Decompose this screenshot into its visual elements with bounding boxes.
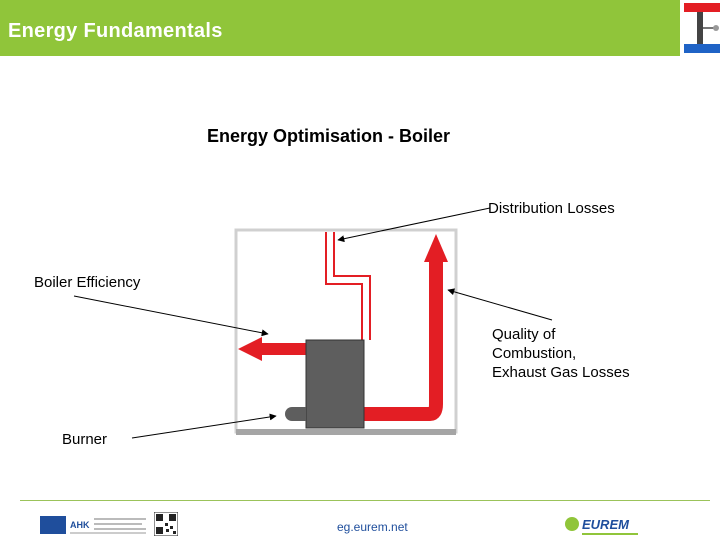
floor (236, 429, 456, 435)
exhaust-flow-arrow (364, 234, 448, 421)
ahk-logo-text: AHK (70, 520, 90, 530)
header-title: Energy Fundamentals (8, 20, 223, 42)
pointer-distribution (337, 207, 491, 243)
pointer-efficiency (73, 295, 269, 337)
label-burner: Burner (62, 431, 108, 448)
label-quality-line2: Combustion, (492, 345, 577, 362)
label-distribution-losses: Distribution Losses (488, 200, 615, 217)
eurem-logo-icon: EUREM (565, 517, 638, 535)
label-quality: Quality of Combustion, Exhaust Gas Losse… (492, 325, 630, 382)
slide-title: Energy Optimisation - Boiler (207, 126, 451, 146)
footer-divider (20, 500, 710, 501)
label-quality-line3: Exhaust Gas Losses (492, 364, 630, 381)
pointer-burner (131, 413, 277, 439)
pointer-quality (447, 288, 553, 321)
footer-url[interactable]: eg.eurem.net (337, 520, 408, 534)
burner-icon (285, 407, 306, 421)
qr-code-icon (154, 512, 178, 536)
label-quality-line1: Quality of (492, 326, 556, 343)
label-boiler-efficiency: Boiler Efficiency (34, 274, 141, 291)
eurem-logo-text: EUREM (582, 517, 630, 532)
distribution-pipe (325, 232, 371, 340)
boiler-body (305, 339, 365, 429)
efficiency-flow-arrow (238, 337, 308, 361)
ahk-logo-icon: AHK (40, 516, 146, 534)
logo-icon (684, 3, 720, 53)
header-bar: Energy Fundamentals (0, 0, 680, 56)
